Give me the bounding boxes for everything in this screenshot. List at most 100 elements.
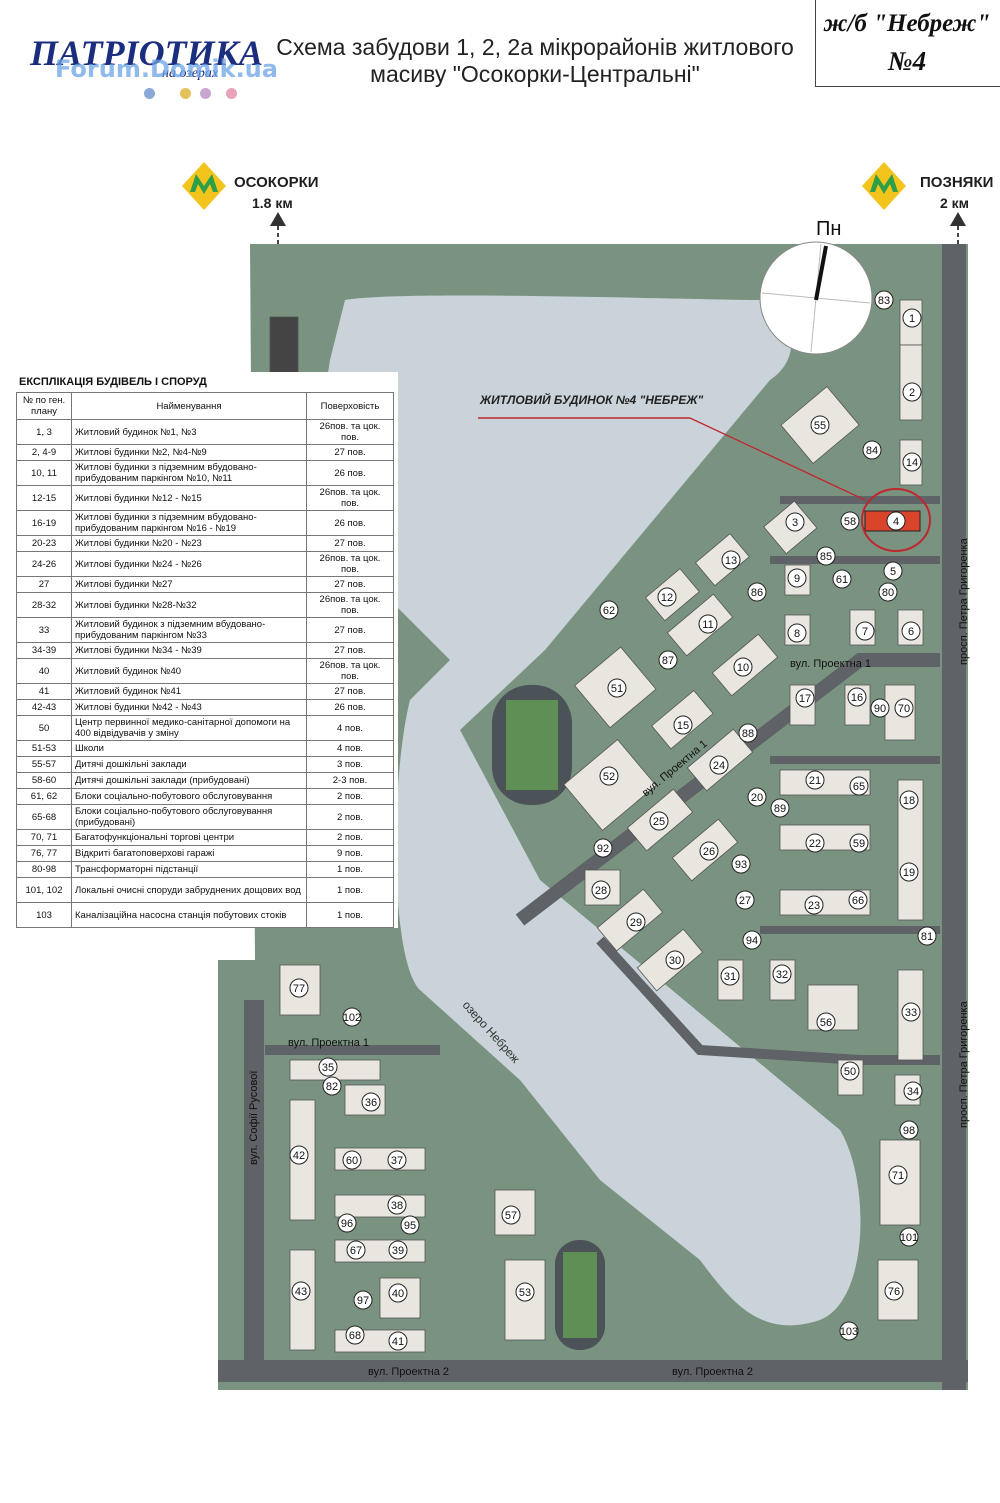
building-number-label: 28 xyxy=(595,885,607,897)
legend-cell-floors: 2 пов. xyxy=(306,804,394,830)
building-number-label: 8 xyxy=(794,628,800,640)
building-number-label: 50 xyxy=(844,1066,856,1078)
building-number-circle xyxy=(626,912,646,932)
legend-cell-name: Житловий будинок з підземним вбудовано-п… xyxy=(71,617,307,643)
building-number-label: 61 xyxy=(836,574,848,586)
building-number-circle xyxy=(720,966,740,986)
legend-cell-number: 16-19 xyxy=(16,510,72,536)
road-hryhorenka xyxy=(942,244,966,1390)
legend-cell-floors: 9 пов. xyxy=(306,845,394,862)
building-number-circle xyxy=(787,568,807,588)
building-number-circle xyxy=(805,770,825,790)
street-hryhorenka-north: просп. Петра Григоренка xyxy=(958,538,970,665)
legend-cell-name: Житловий будинок №1, №3 xyxy=(71,419,307,445)
building-number-label: 11 xyxy=(702,619,713,631)
metro-right-distance: 2 км xyxy=(940,195,970,211)
building-number-circle xyxy=(902,382,922,402)
legend-cell-name: Житловий будинок №40 xyxy=(71,658,307,684)
legend-cell-name: Блоки соціально-побутового обслуговуванн… xyxy=(71,804,307,830)
project-badge xyxy=(815,0,1000,87)
legend-panel: ЕКСПЛІКАЦІЯ БУДІВЕЛЬ І СПОРУД № по ген. … xyxy=(16,372,398,928)
road-rusova xyxy=(244,1000,264,1380)
building-number-label: 94 xyxy=(746,935,758,947)
building-number-label: 37 xyxy=(391,1155,403,1167)
building-number-circle xyxy=(902,452,922,472)
legend-header-name: Найменування xyxy=(71,392,307,420)
badge-line-1: ж/б "Небреж" xyxy=(823,10,991,37)
building-number-circle xyxy=(816,1012,836,1032)
building-number-label: 40 xyxy=(392,1288,404,1300)
legend-cell-floors: 27 пов. xyxy=(306,535,394,552)
building-number-label: 51 xyxy=(611,683,623,695)
building-number-circle xyxy=(840,1061,860,1081)
metro-logo-icon xyxy=(182,162,226,210)
building-number-circle xyxy=(862,440,882,460)
building-number-label: 2 xyxy=(909,387,915,399)
building-number-circle xyxy=(883,561,903,581)
building-number-label: 96 xyxy=(341,1218,353,1230)
building-number-circle xyxy=(658,650,678,670)
legend-cell-floors: 4 пов. xyxy=(306,715,394,741)
highlight-pointer xyxy=(689,417,866,501)
building-number-circle xyxy=(591,880,611,900)
title-line-1: Схема забудови 1, 2, 2а мікрорайонів жит… xyxy=(276,34,794,60)
metro-left-distance: 1.8 км xyxy=(252,195,293,211)
building-number-circle xyxy=(747,582,767,602)
building-number-circle xyxy=(902,308,922,328)
building-number-label: 71 xyxy=(892,1170,904,1182)
building-number-circle xyxy=(346,1240,366,1260)
building-number-label: 93 xyxy=(735,859,747,871)
building-number-circle xyxy=(731,854,751,874)
street-proektna-2-west: вул. Проектна 2 xyxy=(368,1366,449,1378)
building-number-circle xyxy=(855,621,875,641)
building-number-label: 4 xyxy=(893,516,899,528)
building-number-label: 20 xyxy=(751,792,763,804)
building-number-circle xyxy=(917,926,937,946)
legend-cell-name: Локальні очисні споруди забруднених дощо… xyxy=(71,877,307,903)
legend-cell-name: Дитячі дошкільні заклади (прибудовані) xyxy=(71,772,307,789)
legend-cell-name: Дитячі дошкільні заклади xyxy=(71,756,307,773)
legend-cell-number: 41 xyxy=(16,683,72,700)
logo-dot-blue xyxy=(144,88,155,99)
road-proektna-2 xyxy=(218,1360,968,1382)
legend-header-row: № по ген. плану Найменування Поверховіст… xyxy=(16,392,394,420)
building-number-label: 6 xyxy=(908,626,914,638)
building-number-circle xyxy=(770,798,790,818)
building-number-label: 77 xyxy=(293,983,305,995)
title-line-2: масиву "Осокорки-Центральні" xyxy=(370,61,700,87)
building-number-label: 34 xyxy=(907,1086,919,1098)
building-number-label: 57 xyxy=(505,1210,517,1222)
legend-cell-name: Житлові будинки №34 - №39 xyxy=(71,642,307,659)
building-number-circle xyxy=(832,569,852,589)
legend-cell-name: Житлові будинки №27 xyxy=(71,576,307,593)
building-number-label: 9 xyxy=(794,573,800,585)
building-number-label: 33 xyxy=(905,1007,917,1019)
legend-cell-floors: 26пов. та цок. пов. xyxy=(306,592,394,618)
building-number-label: 19 xyxy=(903,867,915,879)
legend-cell-number: 55-57 xyxy=(16,756,72,773)
building-number-circle xyxy=(400,1215,420,1235)
building-number-circle xyxy=(849,833,869,853)
building-number-circle xyxy=(593,838,613,858)
legend-cell-floors: 26 пов. xyxy=(306,460,394,486)
legend-cell-number: 58-60 xyxy=(16,772,72,789)
building-number-circle xyxy=(501,1205,521,1225)
building-number-circle xyxy=(840,511,860,531)
building-number-circle xyxy=(816,546,836,566)
highlight-circle xyxy=(861,488,931,552)
legend-cell-number: 80-98 xyxy=(16,861,72,878)
building-number-label: 5 xyxy=(890,566,896,578)
building-number-label: 55 xyxy=(814,420,826,432)
building-number-circle xyxy=(901,1002,921,1022)
